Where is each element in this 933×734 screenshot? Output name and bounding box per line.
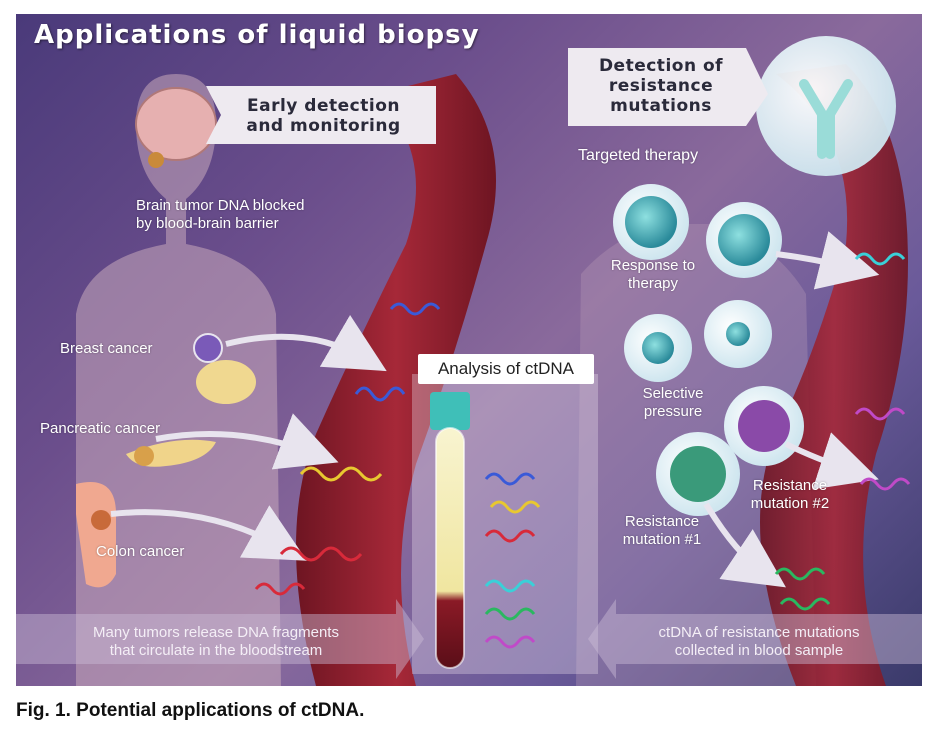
- illustration-art: [16, 36, 922, 686]
- resistance-mutation-2-label: Resistance mutation #2: [750, 477, 830, 512]
- dna-yellow-fragment: [299, 466, 383, 482]
- colon-arrow: [110, 505, 307, 561]
- tumor-cell-1: [625, 196, 677, 248]
- figure-title: Applications of liquid biopsy: [34, 20, 480, 50]
- liquid-biopsy-illustration: Applications of liquid biopsy Early dete…: [16, 14, 922, 686]
- dna-green-right: [774, 567, 826, 581]
- resistance-detection-label: Detection of resistance mutations: [598, 56, 724, 116]
- bottom-left-caption: Many tumors release DNA fragments that c…: [93, 624, 339, 659]
- response-to-therapy-label: Response to therapy: [610, 257, 696, 292]
- early-detection-label: Early detection and monitoring: [246, 96, 401, 136]
- breast-arrow: [225, 314, 387, 372]
- dna-magenta-right: [854, 407, 906, 421]
- tube-dna-blue: [484, 472, 536, 486]
- breast-tumor: [193, 333, 223, 363]
- breast-cancer-label: Breast cancer: [60, 340, 153, 357]
- targeted-therapy-label: Targeted therapy: [578, 147, 699, 164]
- colon-organ: [76, 482, 116, 588]
- dna-green-right-2: [779, 597, 831, 611]
- bottom-right-arrow: [588, 599, 922, 679]
- early-detection-tag-bg: [206, 86, 436, 144]
- tumor-cell-2: [718, 214, 770, 266]
- human-body-silhouette: [76, 74, 281, 686]
- dna-blue-fragment-2: [389, 302, 441, 316]
- tube-dna-magenta: [484, 635, 536, 649]
- tumor-cell-3: [642, 332, 674, 364]
- tube-dna-cyan: [484, 579, 536, 593]
- response-arrow: [775, 231, 880, 290]
- antibody-circle: [756, 36, 896, 176]
- colon-tumor: [91, 510, 111, 530]
- resistance-mutation-1-label: Resistance mutation #1: [622, 513, 702, 548]
- dna-red-fragment-2: [254, 582, 306, 596]
- resistance1-arrow: [703, 502, 786, 588]
- pancreatic-arrow: [155, 413, 339, 470]
- resistant-cell-1: [670, 446, 726, 502]
- bottom-right-caption: ctDNA of resistance mutations collected …: [658, 624, 860, 659]
- analysis-of-ctdna-label: Analysis of ctDNA: [418, 354, 594, 384]
- pancreatic-cancer-label: Pancreatic cancer: [40, 420, 161, 437]
- dna-red-fragment: [279, 546, 363, 562]
- tumor-cell-4: [726, 322, 750, 346]
- antibody-icon: [799, 79, 853, 159]
- resistant-cell-2: [738, 400, 790, 452]
- tube-dna-red: [484, 529, 536, 543]
- tube-dna-yellow: [489, 500, 541, 514]
- blood-tube: [435, 427, 465, 669]
- pancreas-tumor: [134, 446, 154, 466]
- figure-caption: Fig. 1. Potential applications of ctDNA.: [16, 700, 365, 721]
- dna-magenta-right-2: [859, 477, 911, 491]
- brain-tumor-label: Brain tumor DNA blocked by blood-brain b…: [136, 197, 305, 232]
- bottom-left-arrow: [16, 599, 424, 679]
- dna-cyan-right: [854, 252, 906, 266]
- tube-cap: [430, 392, 470, 430]
- brain-tumor: [148, 152, 164, 168]
- left-blood-vessel: [296, 74, 496, 686]
- resistance2-arrow: [784, 432, 879, 490]
- breast-organ: [196, 360, 256, 404]
- tube-dna-green: [484, 607, 536, 621]
- colon-cancer-label: Colon cancer: [96, 543, 185, 560]
- dna-blue-fragment: [354, 386, 406, 402]
- brain: [135, 87, 217, 161]
- selective-pressure-label: Selective pressure: [642, 385, 704, 420]
- right-blood-vessel: [760, 64, 908, 686]
- resistance-tag-bg: [568, 48, 768, 126]
